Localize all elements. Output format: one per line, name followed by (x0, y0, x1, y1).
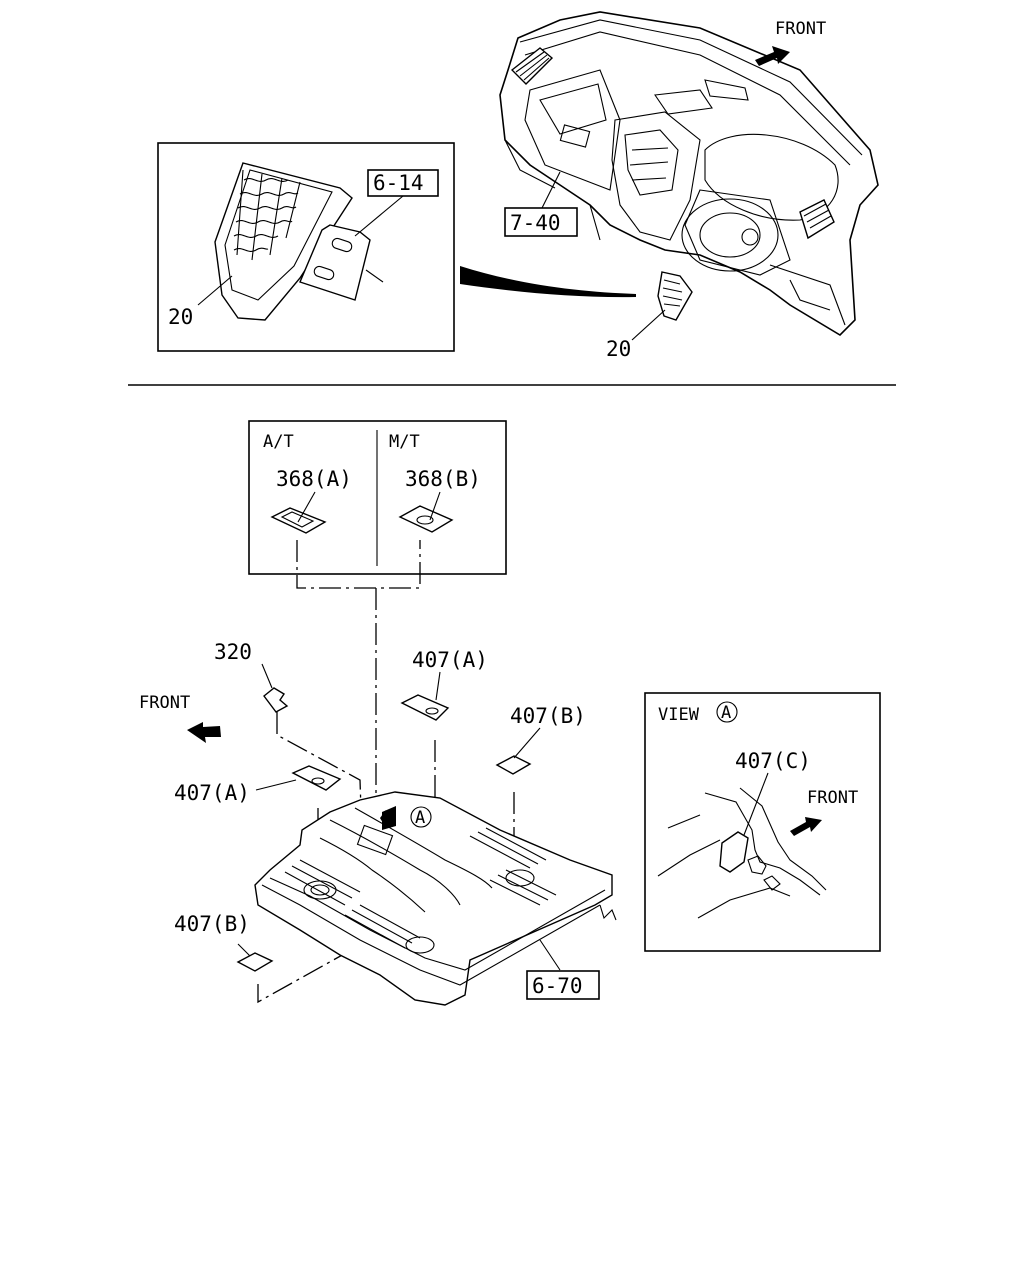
instrument-panel-drawing (499, 11, 879, 337)
front-label-top: FRONT (775, 19, 826, 39)
part-407a-left: 407(A) (174, 765, 342, 805)
ref-instrument-panel-label: 7-40 (510, 211, 561, 235)
view-a-title-marker: A (721, 703, 731, 723)
part-320-label: 320 (214, 640, 252, 664)
part-407b-left: 407(B) (174, 912, 274, 972)
grille-icon (233, 169, 301, 261)
front-arrow-left-icon (187, 722, 221, 743)
front-label-view: FRONT (807, 788, 858, 808)
part-407a-top: 407(A) (400, 648, 488, 721)
part-vent-inset-label: 20 (168, 305, 193, 329)
view-a-box: VIEW A 407(C) FRONT (644, 692, 881, 952)
transmission-variant-box: A/T M/T 368(A) 368(B) (248, 420, 507, 575)
part-368a-label: 368(A) (276, 467, 352, 491)
at-label: A/T (263, 432, 294, 452)
part-407a-top-label: 407(A) (412, 648, 488, 672)
view-a-title: VIEW (658, 705, 700, 725)
part-407b-right: 407(B) (495, 704, 586, 775)
mt-label: M/T (389, 432, 420, 452)
front-arrow-icon (755, 46, 790, 66)
ref-instrument-panel-callout: 7-40 (504, 171, 578, 237)
view-a-marker: A (410, 806, 432, 828)
part-vent-main-label: 20 (606, 337, 631, 361)
ref-floor-label: 6-70 (532, 974, 583, 998)
floor-panel-drawing (254, 791, 617, 1006)
part-368b-label: 368(B) (405, 467, 481, 491)
front-arrow-view-icon (790, 817, 822, 836)
part-407a-left-label: 407(A) (174, 781, 250, 805)
vent-part-main: 20 (606, 271, 693, 361)
ref-vent-bracket-label: 6-14 (373, 171, 424, 195)
zoom-sweep (460, 266, 636, 298)
front-label-bottom: FRONT (139, 693, 190, 713)
part-407c-label: 407(C) (735, 749, 811, 773)
ref-floor-callout: 6-70 (526, 939, 600, 1000)
part-407b-right-label: 407(B) (510, 704, 586, 728)
vent-detail-inset: 6-14 20 (157, 142, 455, 352)
part-320: 320 (214, 640, 289, 713)
view-a-marker-label: A (415, 808, 425, 828)
part-407b-left-label: 407(B) (174, 912, 250, 936)
